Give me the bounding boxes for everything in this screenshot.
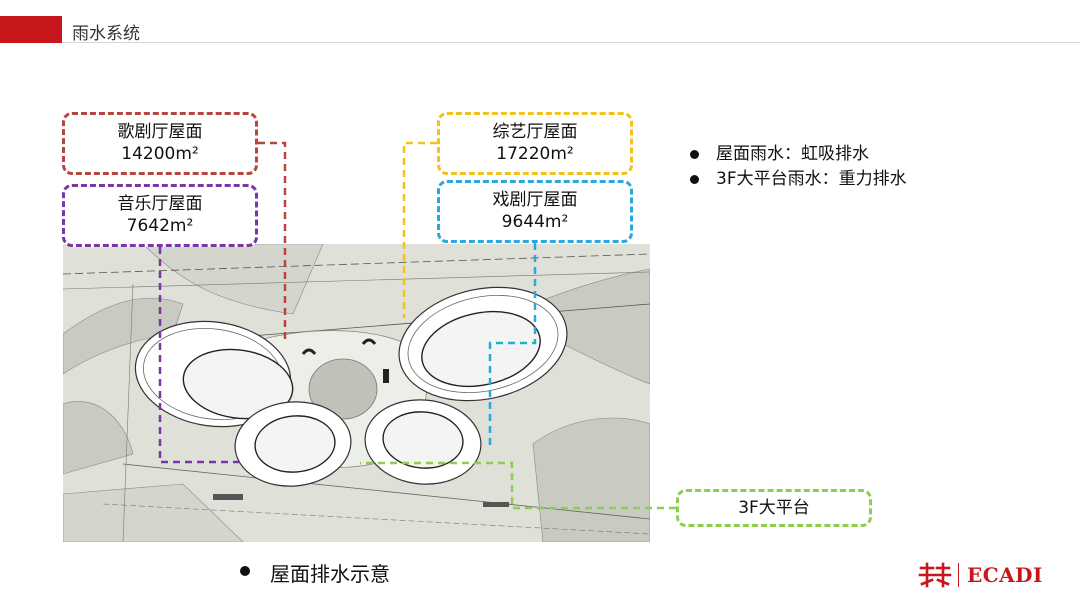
label-music-area: 7642m²	[126, 216, 194, 236]
plan-opera-hall-inner	[182, 348, 294, 420]
leader-drama	[488, 243, 537, 450]
label-3f-platform: 3F大平台	[676, 489, 872, 527]
label-drama-area: 9644m²	[501, 212, 569, 232]
note-roof-rainwater: 屋面雨水：虹吸排水	[688, 142, 907, 167]
label-music-roof: 音乐厅屋面 7642m²	[62, 184, 258, 247]
logo-divider	[958, 563, 959, 587]
header-divider	[62, 42, 1080, 43]
plan-road-6	[122, 283, 134, 542]
label-drama-roof: 戏剧厅屋面 9644m²	[437, 180, 633, 243]
label-variety-name: 综艺厅屋面	[492, 122, 578, 142]
plan-road-1	[63, 253, 650, 275]
plan-detail-3	[361, 338, 377, 345]
plan-road-4	[122, 463, 650, 520]
ecadi-logo: ECADI	[918, 560, 1043, 590]
plan-landscape-4	[532, 268, 650, 385]
plan-landscape-2	[63, 401, 134, 475]
label-opera-roof: 歌剧厅屋面 14200m²	[62, 112, 258, 175]
plan-landscape-5	[532, 417, 650, 542]
plan-landscape-3	[63, 483, 244, 542]
plan-detail-4	[213, 494, 243, 500]
label-music-name: 音乐厅屋面	[117, 194, 203, 214]
label-drama-name: 戏剧厅屋面	[492, 190, 578, 210]
plan-music-hall-inner	[254, 415, 336, 473]
label-platform-name: 3F大平台	[738, 498, 810, 518]
plan-variety-hall-inner	[421, 310, 541, 388]
leader-variety	[402, 141, 437, 318]
plan-detail-1	[383, 369, 389, 383]
label-opera-name: 歌剧厅屋面	[117, 122, 203, 142]
ecadi-mark-icon	[918, 562, 952, 588]
leader-platform	[360, 461, 676, 510]
plan-variety-hall-ring	[407, 294, 559, 394]
plan-drama-hall-inner	[382, 411, 464, 469]
note-platform-rainwater: 3F大平台雨水：重力排水	[688, 167, 907, 192]
leader-music	[158, 247, 240, 464]
plan-detail-2	[301, 348, 317, 355]
label-variety-roof: 综艺厅屋面 17220m²	[437, 112, 633, 175]
label-opera-area: 14200m²	[121, 144, 199, 164]
drainage-notes: 屋面雨水：虹吸排水 3F大平台雨水：重力排水	[688, 142, 907, 192]
figure-caption: 屋面排水示意	[236, 558, 390, 587]
plan-road-5	[102, 503, 650, 535]
plan-landscape-1	[63, 297, 184, 375]
page-title: 雨水系统	[72, 24, 140, 44]
header-accent-bar	[0, 16, 62, 43]
plan-detail-5	[483, 502, 509, 507]
plan-central-court	[308, 358, 378, 420]
label-variety-area: 17220m²	[496, 144, 574, 164]
logo-wordmark: ECADI	[967, 563, 1043, 587]
leader-opera	[258, 141, 287, 340]
